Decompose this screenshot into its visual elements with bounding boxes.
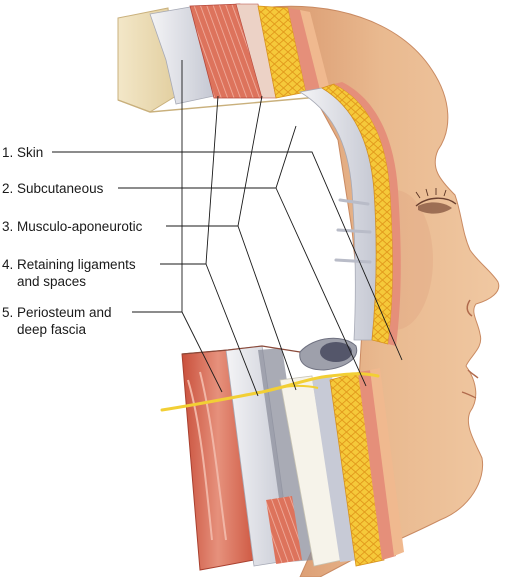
- label-periosteum-line1: 5. Periosteum and: [2, 305, 112, 320]
- label-subcutaneous: 2. Subcutaneous: [2, 180, 103, 197]
- label-subcutaneous-text: 2. Subcutaneous: [2, 181, 104, 196]
- leader-musculo: [166, 95, 263, 227]
- label-retaining-ligaments-line2: and spaces: [17, 274, 87, 289]
- label-skin-text: 1. Skin: [2, 145, 44, 160]
- label-musculo-aponeurotic-text: 3. Musculo-aponeurotic: [2, 219, 143, 234]
- leader-skin: [52, 151, 403, 361]
- label-periosteum-line2: deep fascia: [17, 322, 87, 337]
- leader-retaining: [160, 95, 219, 265]
- label-retaining-ligaments-line1: 4. Retaining ligaments: [2, 257, 136, 272]
- label-musculo-aponeurotic: 3. Musculo-aponeurotic: [2, 218, 142, 235]
- upper-layers-block: [117, 3, 331, 113]
- lower-layers-block: [181, 337, 404, 571]
- leader-lines: [52, 60, 403, 397]
- mid-layers-track: [298, 82, 401, 346]
- label-periosteum: 5. Periosteum and deep fascia: [2, 304, 112, 338]
- label-skin: 1. Skin: [2, 144, 43, 161]
- label-retaining-ligaments: 4. Retaining ligaments and spaces: [2, 256, 136, 290]
- leader-subcutaneous: [118, 125, 297, 189]
